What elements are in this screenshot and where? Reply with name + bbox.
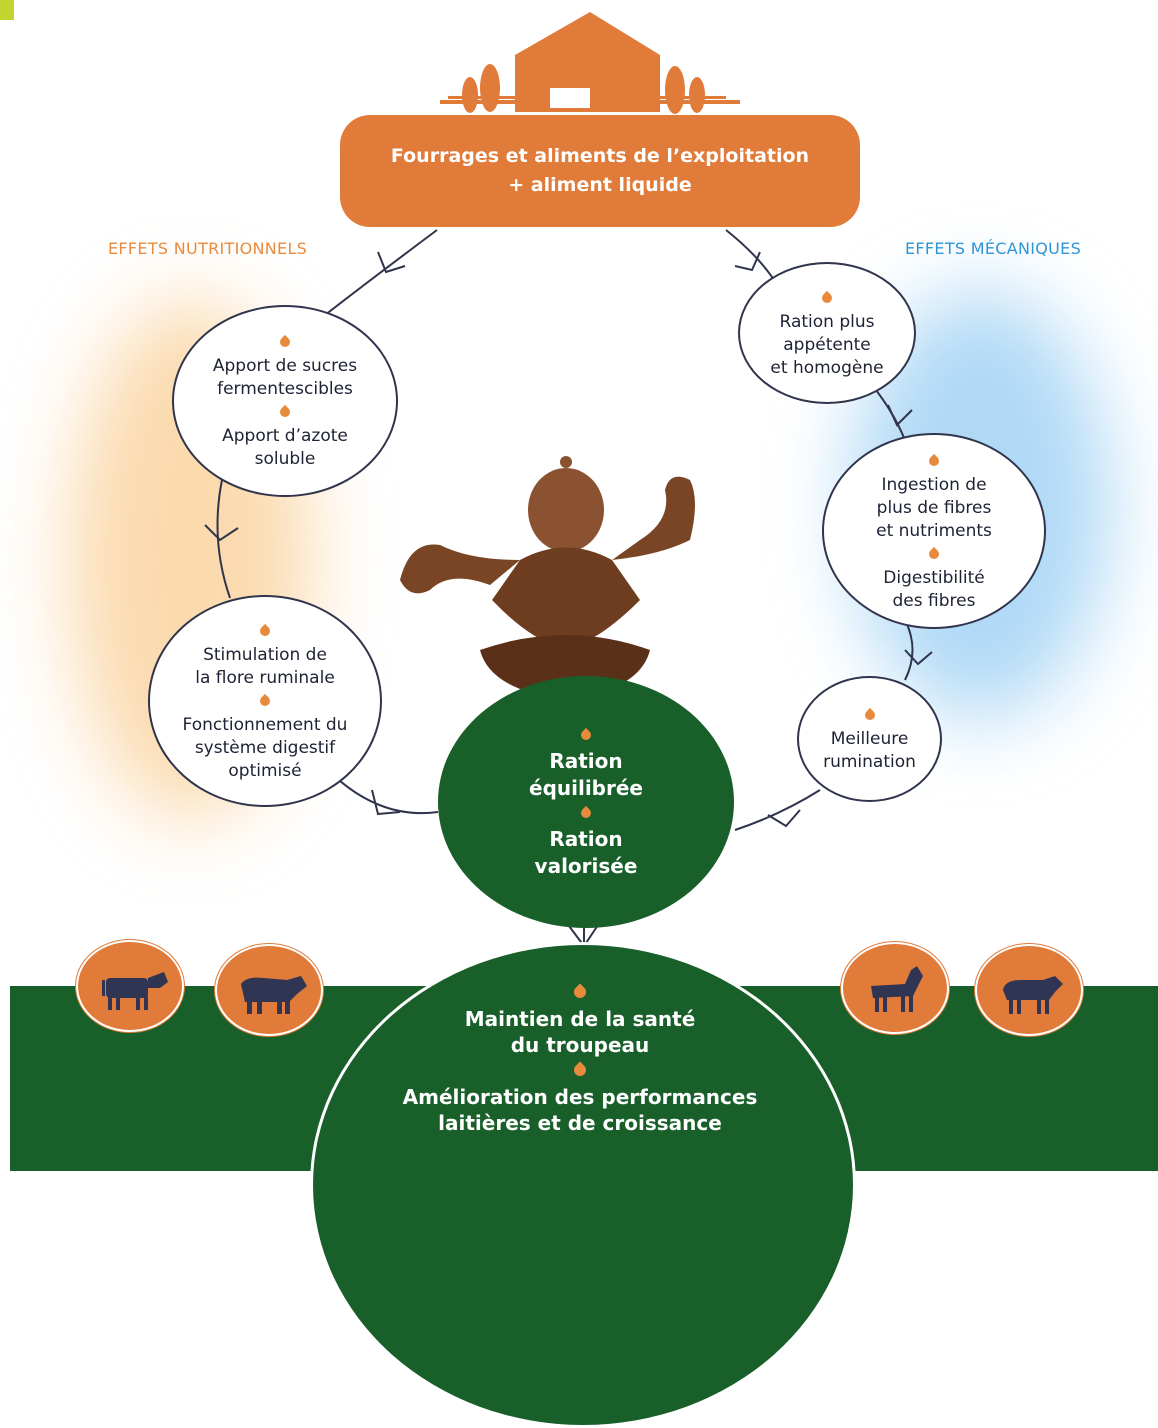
bubble-text: Stimulation de xyxy=(203,644,327,665)
bubble-text: Ingestion de xyxy=(881,474,987,495)
bubble-palatable-ration: Ration plus appétente et homogène xyxy=(738,262,916,404)
bubble-fiber-intake: Ingestion de plus de fibres et nutriment… xyxy=(822,433,1046,629)
sheep-icon xyxy=(975,944,1083,1036)
balanced-ration-circle: Ration équilibrée Ration valorisée xyxy=(438,676,734,928)
outcome-text: Maintien de la santé du troupeau Amélior… xyxy=(340,980,820,1136)
droplet-icon xyxy=(926,546,942,561)
dairy-cow-icon xyxy=(76,940,184,1032)
goat-icon xyxy=(841,942,949,1034)
droplet-icon xyxy=(926,453,942,468)
bubble-text: Ration plus xyxy=(779,311,875,332)
bubble-text: appétente xyxy=(783,334,871,355)
droplet-icon xyxy=(277,404,293,420)
liquid-figure-illustration xyxy=(400,456,695,700)
droplet-icon xyxy=(277,334,293,350)
banner-line-1: Fourrages et aliments de l’exploitation xyxy=(390,145,810,167)
bubble-text: Apport de sucres xyxy=(212,356,358,376)
bubble-text: des fibres xyxy=(892,590,976,611)
droplet-icon xyxy=(862,707,877,723)
center-text: Ration xyxy=(549,749,623,773)
outcome-line: Maintien de la santé xyxy=(464,1007,696,1031)
arrowheads xyxy=(204,251,933,948)
bubble-text: soluble xyxy=(254,449,316,469)
droplet-icon xyxy=(257,623,273,638)
outcome-line: Amélioration des performances xyxy=(402,1085,758,1109)
bubble-text: rumination xyxy=(823,752,916,772)
droplet-icon xyxy=(571,1061,589,1079)
bubble-text: plus de fibres xyxy=(876,497,992,518)
outcome-line: du troupeau xyxy=(510,1033,650,1057)
bubble-text: fermentescibles xyxy=(217,379,353,399)
bubble-text: Fonctionnement du xyxy=(182,714,348,735)
outcome-line: laitières et de croissance xyxy=(438,1111,722,1135)
bubble-rumination: Meilleure rumination xyxy=(797,676,942,802)
bubble-rumen-flora: Stimulation de la flore ruminale Fonctio… xyxy=(148,595,382,807)
corner-tab xyxy=(0,0,14,20)
droplet-icon xyxy=(578,727,594,743)
bubble-text: Digestibilité xyxy=(883,567,985,588)
bubble-text: et homogène xyxy=(770,357,884,378)
bubble-text: Apport d’azote xyxy=(222,426,348,446)
center-text: équilibrée xyxy=(529,776,643,800)
center-text: Ration xyxy=(549,827,623,851)
droplet-icon xyxy=(257,693,273,708)
bubble-text: système digestif xyxy=(194,737,336,758)
bubble-sugar-nitrogen: Apport de sucres fermentescibles Apport … xyxy=(172,305,398,497)
bubble-text: la flore ruminale xyxy=(195,667,335,688)
nutritional-effects-title: EFFETS NUTRITIONNELS xyxy=(108,239,308,258)
farm-icon xyxy=(440,12,740,114)
beef-cow-icon xyxy=(215,944,323,1036)
bubble-text: optimisé xyxy=(228,760,302,781)
farm-inputs-banner: Fourrages et aliments de l’exploitation … xyxy=(340,115,860,227)
center-text: valorisée xyxy=(534,854,638,878)
droplet-icon xyxy=(578,805,594,821)
droplet-icon xyxy=(819,290,835,305)
bubble-text: Meilleure xyxy=(830,729,909,749)
mechanical-effects-title: EFFETS MÉCANIQUES xyxy=(905,239,1082,258)
bubble-text: et nutriments xyxy=(876,520,992,541)
droplet-icon xyxy=(571,983,589,1001)
banner-line-2: + aliment liquide xyxy=(508,174,692,196)
